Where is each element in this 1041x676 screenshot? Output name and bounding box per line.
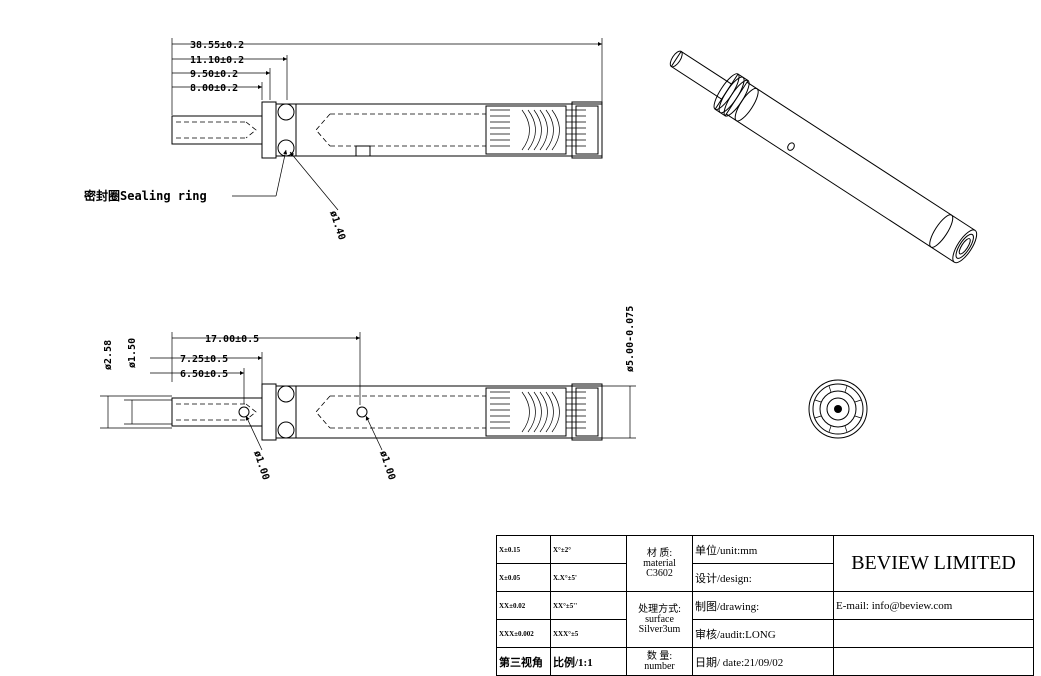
dim-8-00: 8.00±0.2 [190, 83, 238, 94]
material-label: 材 质: [646, 547, 673, 559]
hole-diameter-1-40: ø1.40 [327, 210, 347, 242]
tol-ang-4: XXX°±5 [550, 619, 627, 648]
dim-6-50: 6.50±0.5 [180, 369, 228, 380]
dim-11-10: 11.10±0.2 [190, 55, 244, 66]
surface-en: surface [645, 613, 674, 625]
material-cell: 材 质: material C3602 [626, 535, 693, 592]
company-name: BEVIEW LIMITED [833, 535, 1034, 592]
projection-cell: 第三视角 [496, 647, 551, 676]
tol-lin-3: XX±0.02 [496, 591, 551, 620]
empty-cell [833, 619, 1034, 648]
audit-cell: 审核/audit:LONG [692, 619, 834, 648]
tol-ang-1: X°±2° [550, 535, 627, 564]
scale-cell: 比例/1:1 [550, 647, 627, 676]
material-value: C3602 [646, 567, 673, 579]
material-en: material [643, 557, 676, 569]
drawing-cell: 制图/drawing: [692, 591, 834, 620]
surface-value: Silver3um [638, 623, 681, 635]
quantity-en: number [644, 660, 675, 672]
tol-ang-3: XX°±5'' [550, 591, 627, 620]
dia-5-00: ø5.00-0.075 [625, 306, 636, 372]
contact-spring-region-side [485, 383, 603, 441]
contact-spring-region [485, 101, 603, 159]
dim-17-00: 17.00±0.5 [205, 334, 259, 345]
quantity-cell: 数 量: number [626, 647, 693, 676]
dim-7-25: 7.25±0.5 [180, 354, 228, 365]
quantity-label: 数 量: [646, 650, 673, 662]
email-cell: E-mail: info@beview.com [833, 591, 1034, 620]
tol-lin-1: X±0.15 [496, 535, 551, 564]
dim-overall-length: 38.55±0.2 [190, 40, 244, 51]
tol-lin-2: X±0.05 [496, 563, 551, 592]
date-cell: 日期/ date:21/09/02 [692, 647, 834, 676]
design-cell: 设计/design: [692, 563, 834, 592]
end-view [808, 379, 868, 439]
title-block: X±0.15 X°±2° 材 质: material C3602 单位/unit… [496, 535, 1034, 676]
dim-9-50: 9.50±0.2 [190, 69, 238, 80]
sealing-ring-label: 密封圈Sealing ring [84, 188, 207, 203]
side-view: 17.00±0.5 7.25±0.5 6.50±0.5 ø2.58 ø1.50 [100, 306, 636, 482]
empty-cell-2 [833, 647, 1034, 676]
surface-cell: 处理方式: surface Silver3um [626, 591, 693, 648]
isometric-view [669, 50, 978, 264]
hole-diameter-1-00-a: ø1.00 [251, 450, 271, 482]
tol-ang-2: X.X°±5' [550, 563, 627, 592]
surface-label: 处理方式: [638, 603, 681, 615]
top-view: 38.55±0.2 11.10±0.2 9.50±0.2 8.00±0.2 [84, 38, 603, 242]
dia-2-58: ø2.58 [103, 340, 114, 370]
unit-cell: 单位/unit:mm [692, 535, 834, 564]
hole-diameter-1-00-b: ø1.00 [377, 450, 397, 482]
dia-1-50: ø1.50 [127, 338, 138, 368]
tol-lin-4: XXX±0.002 [496, 619, 551, 648]
